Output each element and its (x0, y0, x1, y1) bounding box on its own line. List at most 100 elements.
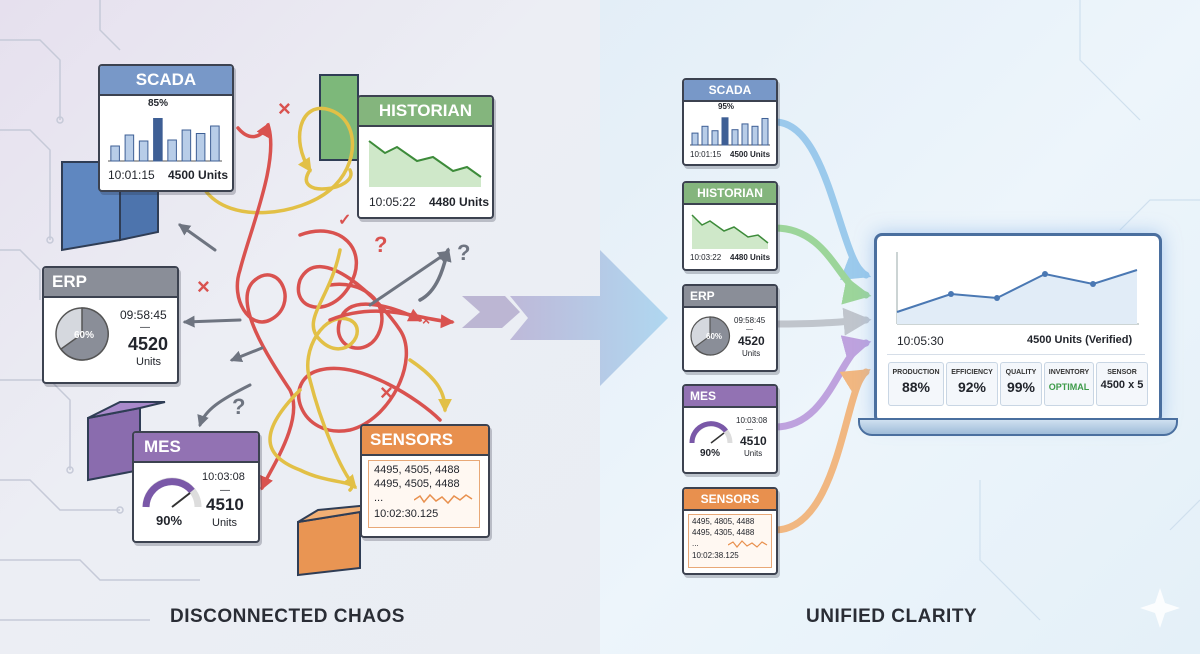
kpi-value: OPTIMAL (1048, 382, 1090, 392)
separator: — (220, 485, 230, 496)
unit-label: Units (744, 449, 763, 458)
dashboard-line-chart (896, 252, 1139, 325)
bar (181, 129, 192, 162)
timestamp: 10:01:15 (690, 150, 722, 159)
value-label: 4480 Units (730, 253, 771, 262)
sensor-line: 4495, 4805, 4488 (692, 517, 755, 526)
card-title: SCADA (100, 66, 232, 96)
erp-card-left: ERP 60% 09:58:45 — 4520 Units (42, 266, 179, 384)
bar (741, 123, 749, 146)
bar (210, 125, 220, 162)
trend-chart (691, 214, 769, 249)
unified-connections (771, 118, 872, 534)
sparkline (728, 540, 768, 548)
sensor-line: ... (692, 539, 699, 548)
grey-arrows (178, 223, 450, 428)
kpi-value: 92% (957, 379, 987, 395)
percent-label: 90% (156, 513, 183, 528)
kpi-efficiency: EFFICIENCY 92% (946, 362, 998, 406)
circuit-traces-left (0, 0, 200, 621)
bar (153, 118, 163, 162)
pie-chart (55, 307, 109, 361)
timestamp: 09:58:45 (120, 308, 167, 322)
sensor-line: 4495, 4305, 4488 (692, 528, 755, 537)
kpi-label: EFFICIENCY (951, 369, 993, 376)
cross-mark-icon: × (422, 312, 431, 328)
historian-card-left: HISTORIAN 10:05:22 4480 Units (357, 95, 494, 219)
card-title: SENSORS (684, 489, 776, 511)
sensor-readout (368, 460, 480, 528)
sensor-line: ... (374, 492, 384, 504)
timestamp: 10:05:22 (369, 195, 416, 209)
scada-card-right: SCADA 95% 10:01:15 4500 Units (682, 78, 778, 166)
trend-chart (368, 140, 482, 187)
mes-card-right: MES 90% 10:03:08 — 4510 Units (682, 384, 778, 474)
bar (731, 129, 739, 146)
laptop-base (858, 418, 1178, 436)
gauge-icon (689, 421, 733, 444)
kpi-value: 88% (901, 379, 931, 395)
value-label: 4520 (128, 334, 169, 354)
kpi-label: SENSOR (1107, 369, 1137, 376)
value-label: 4510 (740, 434, 767, 448)
card-title: MES (134, 433, 258, 463)
bar-chart (690, 117, 770, 146)
bar (711, 130, 719, 146)
value-label: 4500 Units (168, 168, 229, 182)
bar (110, 145, 120, 162)
kpi-label: INVENTORY (1048, 369, 1090, 376)
mes-card-left: MES 90% 10:03:08 — 4510 Units (132, 431, 260, 543)
bar (691, 132, 699, 146)
bar (195, 133, 206, 162)
value-label: 4520 (738, 334, 765, 348)
card-title: SCADA (684, 80, 776, 102)
timestamp: 10:02:30.125 (374, 508, 439, 520)
card-title: ERP (684, 286, 776, 308)
kpi-production: PRODUCTION 88% (888, 362, 944, 406)
kpi-inventory: INVENTORY OPTIMAL (1044, 362, 1094, 406)
bar (761, 117, 769, 146)
sensor-line: 4495, 4505, 4488 (374, 478, 460, 490)
kpi-value: 99% (1006, 379, 1036, 395)
circuit-traces-right (979, 0, 1200, 621)
timestamp: 10:03:08 (202, 471, 245, 483)
separator: — (140, 322, 150, 333)
sensor-line: 4495, 4505, 4488 (374, 464, 460, 476)
bar-chart (108, 118, 222, 162)
transition-arrow (462, 250, 668, 386)
kpi-label: QUALITY (1005, 369, 1037, 376)
separator: — (746, 426, 753, 433)
bar (701, 125, 709, 146)
erp-card-right: ERP 60% 09:58:45 — 4520 Units (682, 284, 778, 372)
percent-label: 60% (74, 330, 95, 341)
timestamp: 10:05:30 (897, 334, 944, 348)
card-title: HISTORIAN (684, 183, 776, 205)
right-title: UNIFIED CLARITY (806, 606, 978, 627)
bar (138, 140, 149, 162)
percent-label: 60% (706, 332, 723, 341)
question-mark-icon: ? (232, 394, 246, 419)
unit-label: Units (212, 517, 238, 529)
card-title: ERP (44, 268, 177, 298)
bar (751, 125, 759, 146)
divider (887, 354, 1145, 355)
historian-card-right: HISTORIAN 10:03:22 4480 Units (682, 181, 778, 271)
left-title: DISCONNECTED CHAOS (170, 606, 405, 627)
kpi-value: 4500 x 5 (1100, 379, 1144, 391)
value-label: 4510 (206, 495, 244, 514)
cross-mark-icon: × (380, 380, 393, 405)
sensors-card-left: SENSORS 4495, 4505, 4488 4495, 4505, 448… (360, 424, 490, 538)
sensor-readout (688, 514, 772, 568)
question-mark-icon: ? (457, 240, 471, 265)
pie-chart (690, 316, 731, 356)
tangled-connections (203, 106, 455, 492)
question-mark-icon: ? (374, 232, 388, 257)
value-label: 4500 Units (730, 150, 771, 159)
sensors-card-right: SENSORS 4495, 4805, 4488 4495, 4305, 448… (682, 487, 778, 575)
timestamp: 10:03:08 (736, 416, 768, 425)
check-mark-icon: ✓ (338, 212, 352, 229)
kpi-label: PRODUCTION (892, 369, 940, 376)
value-label: 4480 Units (429, 195, 490, 209)
sparkle-icon (1140, 588, 1180, 628)
